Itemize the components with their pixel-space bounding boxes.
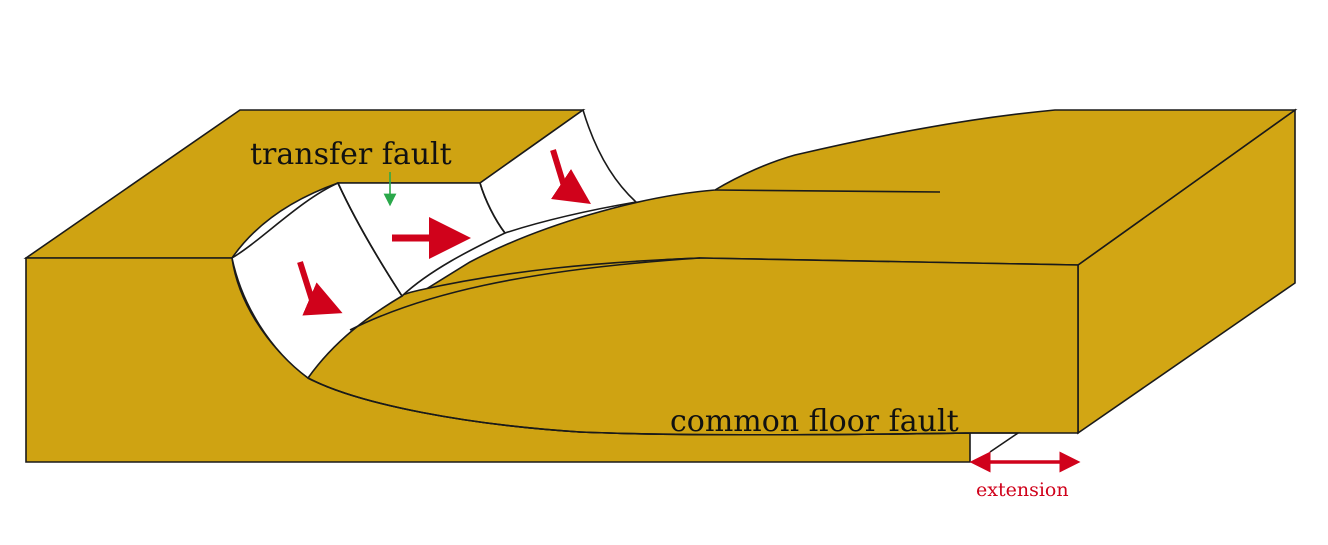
hanging-wall-ridge-line — [714, 189, 941, 193]
common-floor-fault-label: common floor fault — [670, 404, 959, 439]
slip-arrow-left — [297, 261, 343, 316]
transfer-fault-line-left — [337, 182, 403, 297]
slip-arrow-right — [550, 149, 591, 204]
extension-offset-step — [970, 432, 1021, 453]
transfer-fault-line-right — [479, 182, 506, 234]
common-floor-fault-line — [307, 377, 971, 436]
rollover-crest-line — [349, 257, 701, 331]
transfer-fault-label: transfer fault — [250, 137, 452, 172]
extension-label: extension — [976, 479, 1069, 501]
down-right-arrow-icon — [550, 149, 591, 204]
down-right-arrow-icon — [297, 261, 343, 316]
